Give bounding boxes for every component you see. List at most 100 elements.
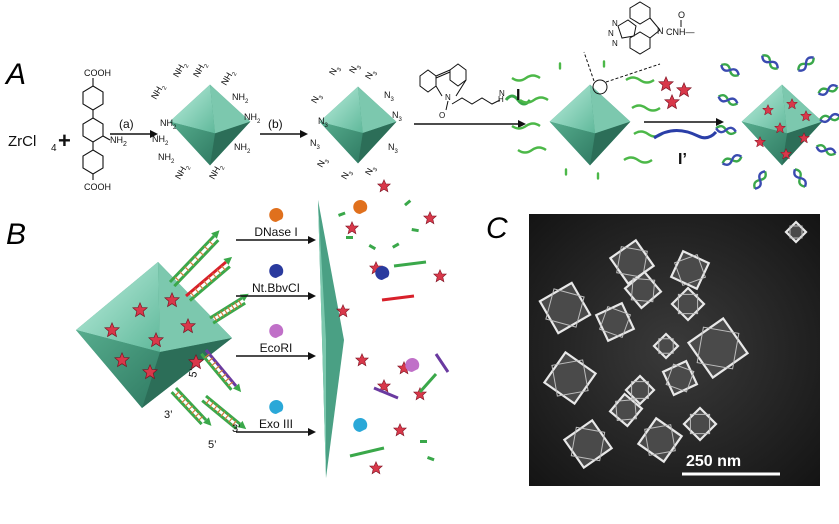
enzyme-row: EcoRI	[236, 324, 316, 360]
inset-n: N	[657, 26, 664, 36]
dna-strand-wavy	[519, 96, 549, 104]
strand-i-label: I	[516, 87, 520, 104]
enzyme-icon	[353, 200, 368, 214]
azide-group-label: N3	[318, 116, 329, 129]
panel-a-label: A	[4, 58, 26, 91]
dna-duplex-strand	[209, 293, 249, 325]
dna-fragment	[403, 199, 412, 207]
mof-dna-conjugated	[511, 51, 663, 180]
enzyme-icon	[269, 264, 284, 278]
azide-group-label: N3	[384, 90, 395, 103]
dna-duplex-strand	[185, 256, 233, 302]
sem-crystal	[636, 416, 684, 464]
enzyme-label: Exo III	[259, 417, 293, 431]
scale-bar-label: 250 nm	[686, 453, 741, 470]
amine-group-label: NH2	[234, 142, 251, 155]
enzyme-icon	[405, 358, 420, 372]
dna-fragment	[368, 243, 377, 251]
dna-strand-wavy	[517, 146, 547, 154]
dna-fragment	[418, 373, 438, 393]
azide-group-label: N3	[363, 163, 380, 179]
zrcl-text: ZrCl	[8, 133, 36, 150]
linker-molecule: COOH NH 2 COOH	[82, 68, 127, 192]
inset-o: O	[678, 10, 685, 20]
triazole-n3: N	[612, 39, 618, 48]
linker-cooh-top: COOH	[84, 68, 111, 78]
linker-nh2-sub: 2	[123, 141, 127, 148]
sem-image: 250 nm	[529, 214, 820, 486]
dna-fragment	[426, 456, 435, 462]
sem-crystal	[538, 281, 592, 335]
step-a-label: (a)	[119, 117, 134, 131]
dbco-h: H	[498, 95, 504, 104]
dbco-nh: N	[499, 89, 505, 98]
azide-group-label: N3	[310, 138, 321, 151]
payload-star	[377, 179, 391, 193]
inset-amide: CNH—	[666, 27, 695, 37]
dna-fragment	[434, 353, 450, 373]
enzyme-label: EcoRI	[260, 341, 293, 355]
dna-loading-step: I’	[644, 76, 724, 168]
sem-crystal	[542, 350, 598, 406]
arrow-step-b: (b)	[260, 117, 308, 138]
dna-duplex	[819, 112, 839, 124]
arrow-step-a: (a)	[110, 117, 158, 138]
azide-group-label: N3	[363, 67, 380, 83]
amine-group-label: NH2	[158, 152, 175, 165]
enzyme-icon	[269, 324, 284, 338]
sem-crystal	[562, 418, 614, 470]
plus-sign: +	[58, 128, 71, 153]
label-3-prime-b: 3’	[232, 423, 241, 435]
azide-group-label: N3	[309, 91, 326, 107]
sem-crystal	[652, 332, 680, 360]
panel-b-label: B	[6, 218, 26, 251]
dna-duplex-strands	[168, 230, 249, 430]
amine-group-label: NH2	[232, 92, 249, 105]
azide-group-label: N3	[347, 61, 364, 77]
dna-fragment	[411, 228, 419, 233]
dna-duplex	[717, 94, 739, 106]
dna-fragment	[392, 242, 400, 249]
sem-crystal	[624, 374, 656, 406]
dna-duplex	[753, 170, 767, 190]
azide-group-label: N3	[339, 167, 356, 183]
zrcl-subscript: 4	[51, 143, 57, 154]
payload-star	[345, 221, 359, 235]
amine-group-label: NH2	[149, 81, 169, 102]
dna-duplex-strand	[200, 349, 242, 393]
dna-duplex-strand	[170, 386, 212, 426]
payload-star	[413, 387, 427, 401]
dna-strand-wavy	[623, 156, 653, 164]
arrow-click-step	[414, 120, 526, 128]
dna-strand-wavy	[625, 76, 655, 84]
dna-duplex	[715, 124, 737, 136]
amine-group-label: NH2	[173, 161, 193, 182]
dna-duplex	[721, 154, 743, 166]
azide-group-label: N3	[392, 110, 403, 123]
sem-crystal	[661, 359, 699, 397]
enzyme-icon	[375, 266, 390, 280]
mof-dna-duplex-loaded	[715, 54, 839, 190]
sem-crystal	[623, 270, 663, 310]
payload-star	[393, 423, 407, 437]
dbco-dna-conjugate: N O H N	[419, 63, 505, 120]
enzyme-icon	[353, 418, 368, 432]
dna-fragment	[393, 260, 427, 268]
strand-i-prime-label: I’	[678, 151, 687, 168]
dna-strand-wavy	[631, 104, 661, 112]
step-b-label: (b)	[268, 117, 283, 131]
dna-strand-wavy	[511, 122, 541, 130]
dna-fragment	[338, 211, 346, 217]
amine-group-label: NH2	[160, 118, 177, 131]
dna-strand-i-prime	[653, 129, 718, 140]
dna-duplex	[793, 168, 807, 188]
payload-star	[355, 353, 369, 367]
sem-crystal	[594, 301, 636, 343]
payload-star	[433, 269, 447, 283]
dna-fragment	[420, 440, 427, 443]
dna-duplex	[815, 144, 837, 156]
